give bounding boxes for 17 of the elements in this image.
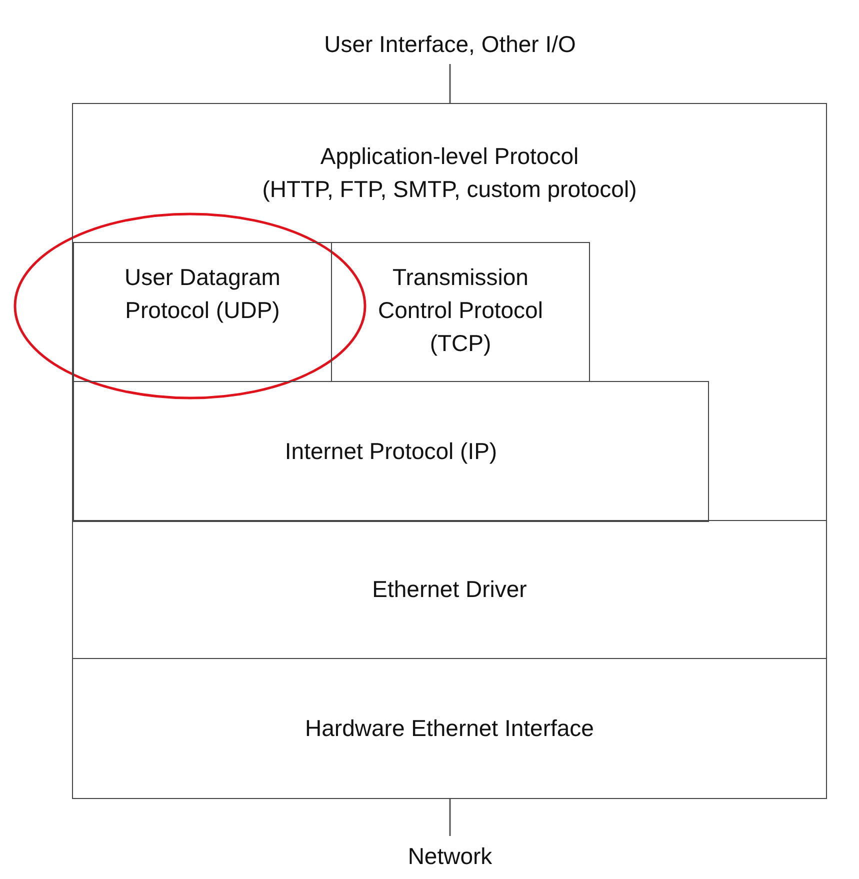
protocol-box bbox=[73, 242, 332, 382]
protocol-box bbox=[331, 242, 590, 382]
layer-title: Ethernet Driver bbox=[372, 575, 527, 604]
connector-line bbox=[449, 64, 451, 103]
network-label: Network bbox=[408, 842, 492, 870]
layer-title: Hardware Ethernet Interface bbox=[305, 714, 594, 743]
layer-title: Transmission Control Protocol (TCP) bbox=[377, 263, 544, 358]
application-layer-box bbox=[72, 103, 827, 521]
layer-title: Application-level Protocol bbox=[320, 142, 579, 171]
layer-box bbox=[72, 520, 827, 659]
interface-label: User Interface, Other I/O bbox=[324, 30, 576, 58]
layer-box bbox=[72, 658, 827, 799]
layer-title: Internet Protocol (IP) bbox=[284, 437, 498, 466]
layer-subtitle: (HTTP, FTP, SMTP, custom protocol) bbox=[262, 175, 637, 204]
protocol-box bbox=[73, 381, 709, 522]
connector-line bbox=[449, 799, 451, 836]
layer-title: User Datagram Protocol (UDP) bbox=[124, 263, 282, 325]
